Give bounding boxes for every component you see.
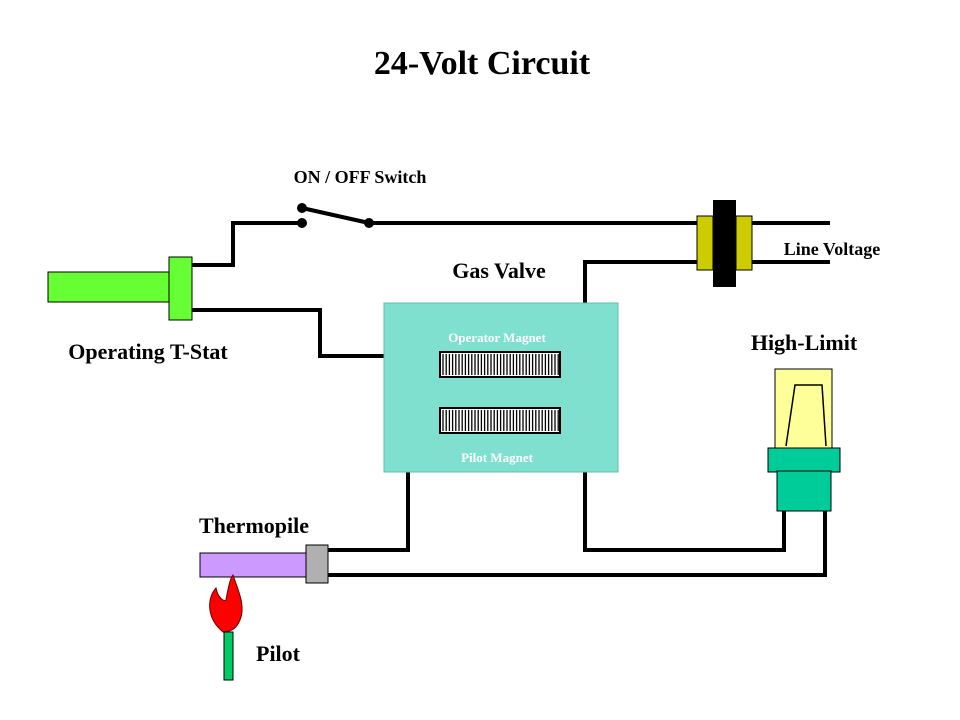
pilot-tube (223, 631, 234, 681)
on-off-switch[interactable] (297, 203, 374, 228)
tstat-body (47, 271, 171, 303)
wire-tstat-to-operator-magnet (191, 308, 442, 358)
flame-icon (209, 574, 243, 633)
pilot-burner (209, 574, 243, 681)
switch-blade (301, 206, 370, 225)
gas-valve-label: Gas Valve (452, 258, 546, 283)
wire-thermopile-to-high-limit (326, 508, 827, 577)
operating-tstat-label: Operating T-Stat (68, 339, 228, 364)
switch-contact-hinge (297, 218, 307, 228)
gas-valve-body (383, 302, 619, 473)
pilot-magnet-windings (442, 410, 559, 431)
transformer (696, 200, 753, 287)
thermopile-body (199, 552, 307, 578)
switch-contact-left (297, 203, 307, 213)
transformer-coil-left (696, 215, 714, 271)
thermopile (199, 544, 329, 584)
high-limit-label: High-Limit (751, 330, 858, 355)
operating-tstat (47, 256, 193, 321)
diagram-title: 24-Volt Circuit (374, 45, 591, 82)
thermopile-cap (305, 544, 329, 584)
pilot-label: Pilot (256, 641, 301, 666)
operator-magnet-label: Operator Magnet (448, 330, 546, 345)
gas-valve: Operator Magnet Pilot Magnet (383, 302, 619, 473)
high-limit-element (785, 384, 827, 447)
operator-magnet-windings (442, 354, 559, 375)
switch-contact-right (364, 218, 374, 228)
pilot-magnet-label: Pilot Magnet (461, 450, 534, 465)
high-limit-collar (767, 447, 841, 473)
thermopile-label: Thermopile (199, 513, 309, 538)
high-limit-base (776, 470, 832, 512)
switch-label: ON / OFF Switch (294, 167, 427, 187)
transformer-coil-right (735, 215, 753, 271)
tstat-mount (168, 256, 193, 321)
high-limit-bulb (774, 368, 833, 450)
wire-tstat-to-switch (191, 221, 304, 267)
high-limit-switch (767, 368, 841, 512)
transformer-core (713, 200, 736, 287)
line-voltage-label: Line Voltage (784, 239, 881, 259)
